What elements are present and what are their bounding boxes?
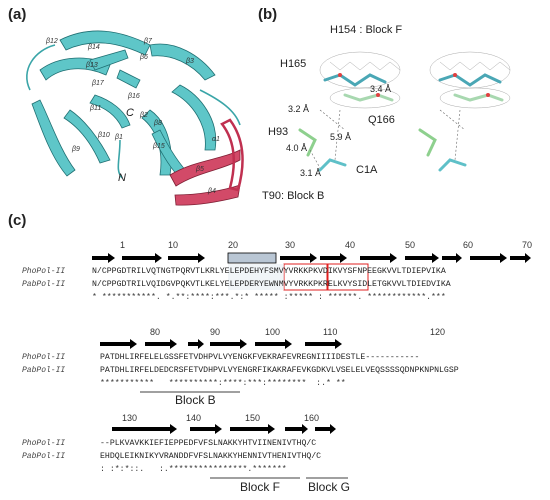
block-g-label: Block G xyxy=(308,480,351,494)
sequence-text: PATDHLIRFELELGSSFETVDHPVLVYENGKFVEKRAFEV… xyxy=(100,353,420,362)
strand-label: β10 xyxy=(98,132,110,139)
highlight-box-2 xyxy=(327,263,369,291)
strand-label: β8 xyxy=(154,120,162,127)
strand-label: β17 xyxy=(92,80,104,87)
conservation-line: : :*:*::. :.****************.******* xyxy=(100,465,287,474)
strand-label: β9 xyxy=(72,146,80,153)
strand-label: β15 xyxy=(153,143,165,150)
residue-label-h93: H93 xyxy=(268,126,289,138)
strand-label: β16 xyxy=(128,93,140,100)
seq-position: 30 xyxy=(285,240,296,250)
seq-position: 130 xyxy=(122,413,138,423)
seq-position: 110 xyxy=(323,327,338,337)
strand-label: β1 xyxy=(115,134,123,141)
panel-label-a: (a) xyxy=(8,6,27,23)
panel-b-title: H154 : Block F xyxy=(330,24,403,36)
strand-label: β13 xyxy=(86,62,98,69)
seq-position: 60 xyxy=(463,240,474,250)
distance-label: 3.2 Å xyxy=(288,104,310,114)
block-b-label: Block B xyxy=(175,393,216,407)
distance-label: 4.0 Å xyxy=(286,143,308,153)
strand-label: β3 xyxy=(186,58,194,65)
conservation-line: *********** **********:****:***:********… xyxy=(100,379,346,388)
strand-label: β7 xyxy=(144,38,152,45)
sequence-name: PhoPol-II xyxy=(22,353,66,362)
distance-label: 3.1 Å xyxy=(300,168,322,178)
panel-label-b: (b) xyxy=(258,6,278,23)
seq-position: 90 xyxy=(210,327,221,337)
distance-label: 3.4 Å xyxy=(370,84,392,94)
strand-label: β6 xyxy=(140,54,148,61)
seq-position: 100 xyxy=(265,327,281,337)
strand-label: β11 xyxy=(90,105,102,112)
seq-position: 40 xyxy=(345,240,356,250)
sequence-name: PabPol-II xyxy=(22,280,66,289)
sequence-name: PabPol-II xyxy=(22,452,66,461)
seq-position: 1 xyxy=(120,240,126,250)
seq-position: 140 xyxy=(186,413,202,423)
strand-label: β12 xyxy=(46,38,58,45)
residue-label-h165: H165 xyxy=(280,58,307,70)
distance-label: 5.9 Å xyxy=(330,132,352,142)
helix-box xyxy=(227,252,277,264)
sequence-text: N/CPPGDTRILVQTNGTPQRVTLKRLYELEPDEHYFSMVY… xyxy=(92,267,446,276)
ss-arrows-row1 xyxy=(92,253,531,263)
seq-position: 150 xyxy=(245,413,261,423)
strand-label: β2 xyxy=(140,112,148,119)
seq-position: 160 xyxy=(304,413,320,423)
seq-position: 20 xyxy=(228,240,239,250)
seq-position: 50 xyxy=(405,240,416,250)
residue-label-q166: Q166 xyxy=(368,114,395,126)
conservation-line: * ***********. *.**:****:***.*:* ***** :… xyxy=(92,293,446,302)
ss-arrows-row2 xyxy=(100,339,342,349)
ss-arrows-row3 xyxy=(112,424,336,434)
strand-label: β5 xyxy=(196,166,204,173)
c-terminus-label: C xyxy=(126,107,134,119)
residue-label-t90: T90: Block B xyxy=(262,190,325,202)
seq-position: 70 xyxy=(522,240,533,250)
sequence-text: --PLKVAVKKIEFIEPPEDFVFSLNAKKYHTVIINENIVT… xyxy=(100,439,317,448)
sequence-text: PATDHLIRFELDEDCRSFETVDHPVLVYENGRFIKAKRAF… xyxy=(100,366,459,375)
sequence-name: PabPol-II xyxy=(22,366,66,375)
seq-position: 120 xyxy=(430,327,446,337)
sequence-text: EHDQLEIKNIKYVRANDDFVFSLNAKKYHENNIVTHENIV… xyxy=(100,452,322,461)
sequence-name: PhoPol-II xyxy=(22,267,66,276)
strand-label: β14 xyxy=(88,44,100,51)
strand-label: β4 xyxy=(208,188,216,195)
strand-label: α1 xyxy=(212,136,220,143)
residue-label-c1a: C1A xyxy=(356,164,378,176)
seq-position: 10 xyxy=(168,240,179,250)
sequence-name: PhoPol-II xyxy=(22,439,66,448)
sequence-text: N/CPPGDTRILVQIDGVPQKVTLKELYELEPDERYEWNMV… xyxy=(92,280,451,289)
seq-position: 80 xyxy=(150,327,161,337)
n-terminus-label: N xyxy=(118,172,126,184)
block-f-label: Block F xyxy=(240,480,281,494)
panel-label-c: (c) xyxy=(8,212,27,229)
